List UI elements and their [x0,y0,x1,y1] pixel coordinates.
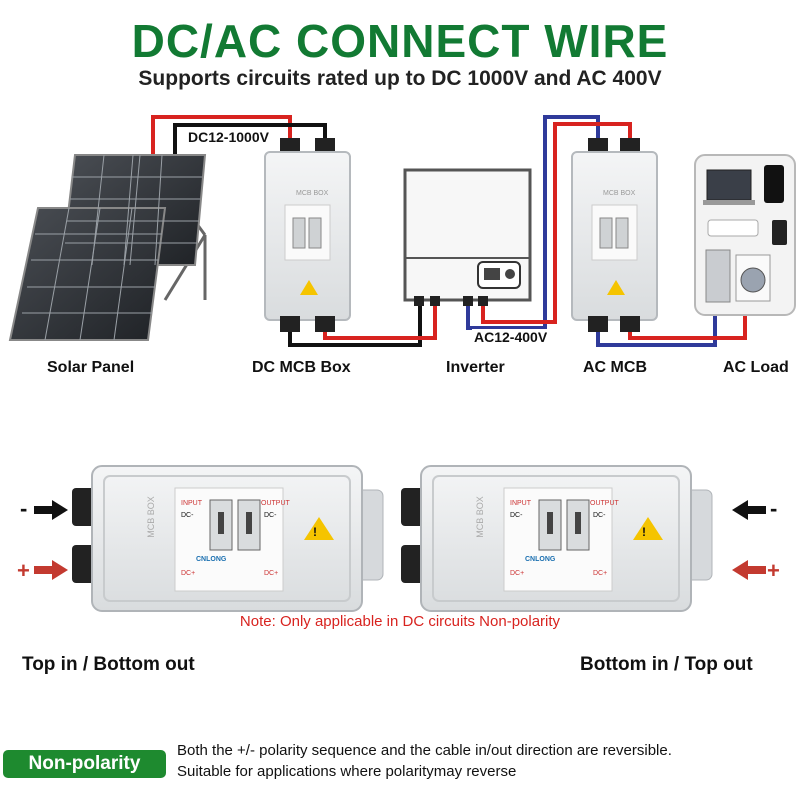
label-dc-mcb-box: DC MCB Box [252,359,351,376]
label-inverter: Inverter [446,359,505,376]
left-dc-plus-in: DC+ [181,570,196,577]
left-direction-label: Top in / Bottom out [22,654,195,675]
right-dc-plus-out: DC+ [593,570,608,577]
dc-wire-red [151,115,292,170]
ac-wire-red [481,122,632,324]
right-dc-plus-in: DC+ [510,570,525,577]
right-direction-label: Bottom in / Top out [580,654,753,675]
right-dc-minus-in: DC- [510,512,523,519]
polarity-note: Note: Only applicable in DC circuits Non… [239,613,561,630]
page-subtitle: Supports circuits rated up to DC 1000V a… [138,67,662,90]
label-ac-load: AC Load [723,359,789,376]
arrow-left-icon [732,560,766,580]
load-wire-blue [596,310,717,347]
right-box-text: MCB BOX [474,496,485,538]
dc-wire-black [173,123,327,170]
left-plus-symbol: + [17,558,30,583]
dc-mcb-box-illustration [264,138,351,332]
left-brand: CNLONG [196,556,227,563]
dc-wire-label: DC12-1000V [186,129,271,145]
right-dc-minus-out: DC- [593,512,606,519]
footer-line-1: Both the +/- polarity sequence and the c… [177,742,672,759]
svg-text:!: ! [313,525,317,539]
left-dc-minus-in: DC- [181,512,194,519]
left-box-text: MCB BOX [145,496,156,538]
ac-box-text: MCB BOX [603,190,636,197]
right-input-text: INPUT [510,500,531,507]
ac-load-illustration [694,154,796,316]
page-title: DC/AC CONNECT WIRE [131,15,669,67]
ac-wire-blue [466,115,600,330]
ac-wire-label: AC12-400V [472,329,550,345]
large-mcb-box-right-illustration: ! [401,465,713,612]
left-minus-symbol: - [20,496,28,521]
right-polarity-arrows [732,500,766,580]
ac-mcb-box-illustration [571,138,658,332]
right-plus-symbol: + [767,558,780,583]
left-polarity-arrows [34,500,68,580]
svg-text:!: ! [642,525,646,539]
non-polarity-badge: Non-polarity [3,750,166,778]
arrow-right-icon [34,500,68,520]
dc-out-wire-black [288,300,422,347]
wires [151,115,747,347]
arrow-left-icon [732,500,766,520]
footer-line-2: Suitable for applications where polarity… [177,763,517,780]
dc-box-text: MCB BOX [296,190,329,197]
arrow-right-icon [34,560,68,580]
label-ac-mcb: AC MCB [583,359,647,376]
right-output-text: OUTPUT [590,500,619,507]
right-minus-symbol: - [770,496,778,521]
left-dc-minus-out: DC- [264,512,277,519]
right-brand: CNLONG [525,556,556,563]
left-input-text: INPUT [181,500,202,507]
inverter-illustration [403,168,532,306]
solar-panel-illustration [8,154,207,341]
left-dc-plus-out: DC+ [264,570,279,577]
left-output-text: OUTPUT [261,500,290,507]
label-solar-panel: Solar Panel [47,359,135,376]
large-mcb-box-left-illustration: ! [72,465,384,612]
